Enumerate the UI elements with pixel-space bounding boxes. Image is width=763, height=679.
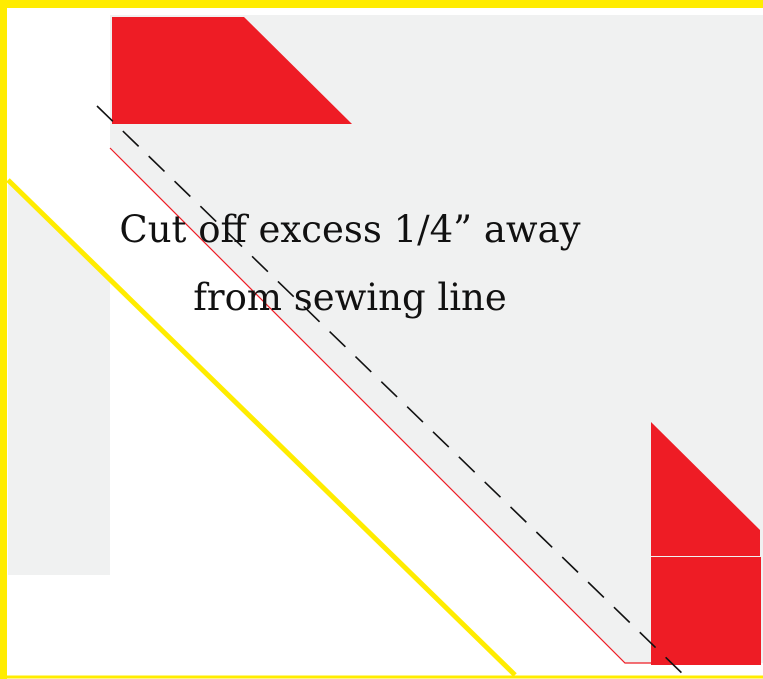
instruction-line-1: Cut off excess 1/4” away xyxy=(119,208,581,251)
instruction-text: Cut off excess 1/4” away from sewing lin… xyxy=(100,196,600,332)
gray-fabric-lower xyxy=(8,180,110,575)
seam-allowance-strip xyxy=(8,15,625,675)
sewing-line-dashed xyxy=(96,105,689,679)
instruction-line-2: from sewing line xyxy=(193,276,507,319)
red-fabric-top xyxy=(112,17,352,124)
red-fabric-bottom-square xyxy=(651,557,761,665)
trim-cut-line xyxy=(109,147,651,664)
yellow-diagonal-line xyxy=(6,178,517,677)
red-fabric-bottom-triangle xyxy=(651,422,760,556)
gray-fabric-upper xyxy=(110,15,763,663)
